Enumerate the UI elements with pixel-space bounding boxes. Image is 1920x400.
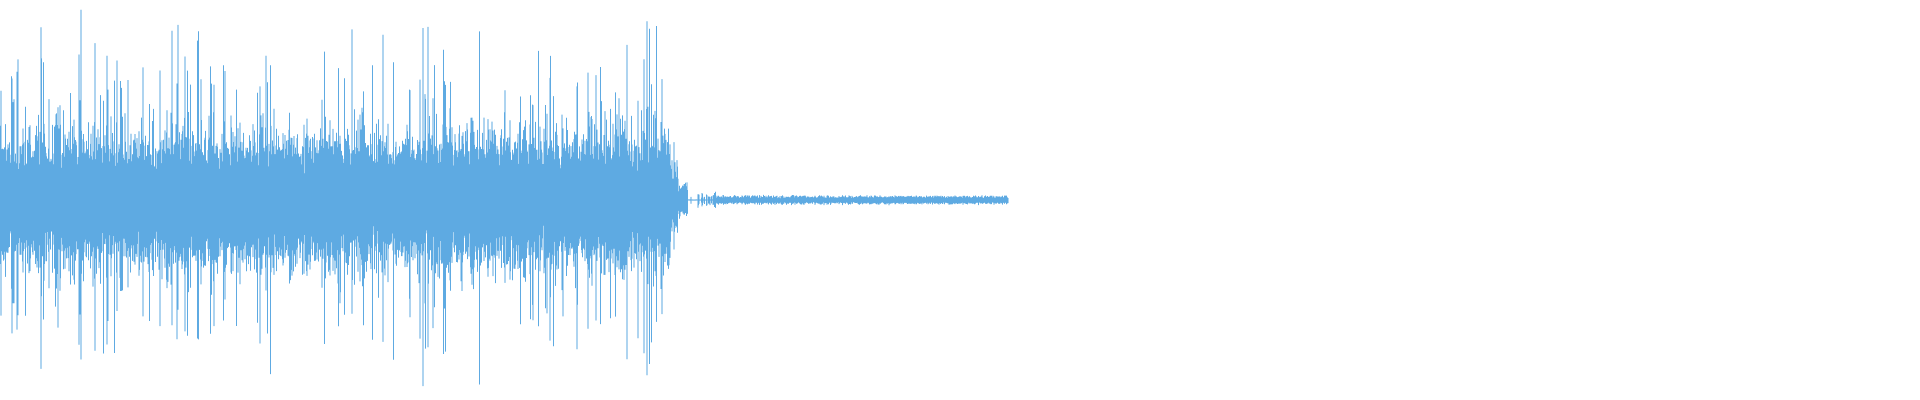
- waveform-trace: [0, 9, 1009, 387]
